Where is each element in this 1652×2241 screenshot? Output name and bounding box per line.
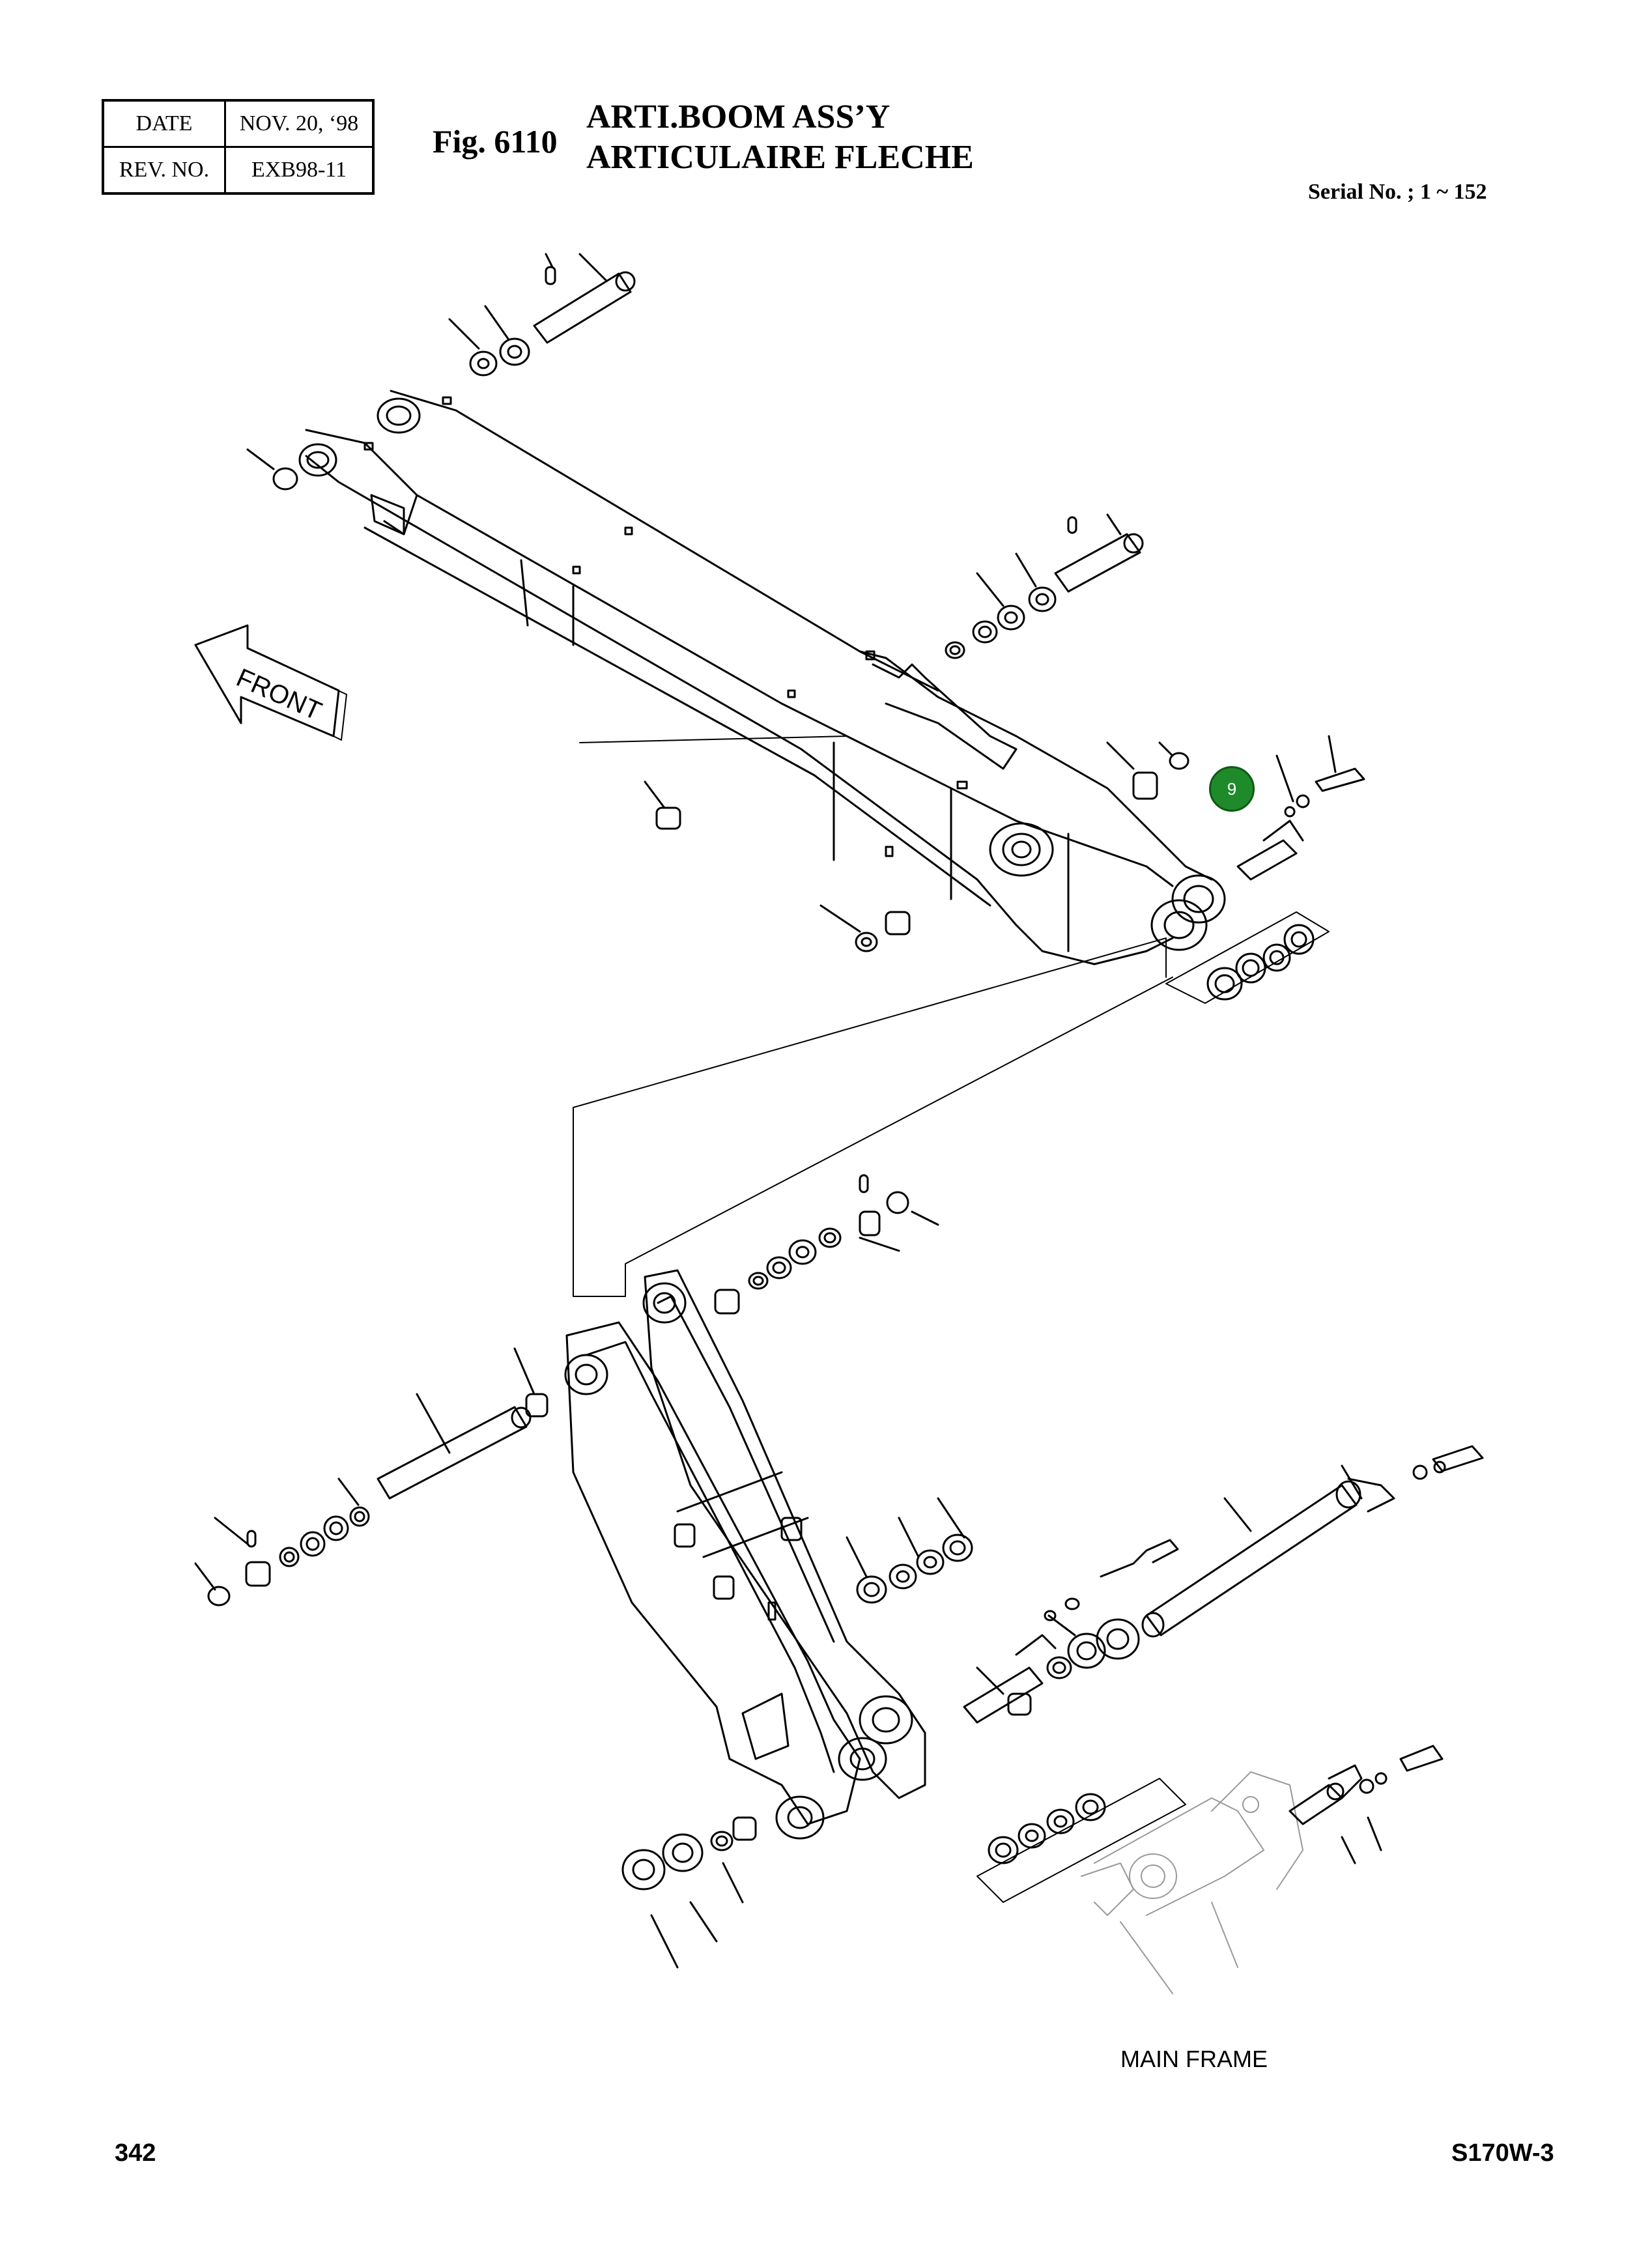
right-small-parts [1106, 735, 1365, 1004]
front-direction-arrow: FRONT [194, 624, 347, 741]
main-frame-label: MAIN FRAME [1120, 2046, 1268, 2072]
highlight-marker[interactable]: 9 [1209, 766, 1255, 812]
lower-boom-twin-arm [642, 1269, 926, 1799]
figure-number: Fig. 6110 [433, 123, 558, 160]
revision-table: DATE NOV. 20, ‘98 REV. NO. EXB98-11 [102, 99, 375, 195]
main-frame-long-pin [963, 1445, 1484, 1724]
figure-title-french: ARTICULAIRE FLECHE [586, 139, 974, 176]
leader-lines [573, 735, 1173, 1297]
bottom-washer-group [621, 1778, 1186, 1969]
upper-boom-arm [298, 390, 1226, 965]
upper-bushings [644, 780, 911, 952]
model-code: S170W-3 [1451, 2139, 1554, 2167]
knuckle-pin-group [714, 1174, 939, 1315]
main-frame-bracket-pin [1289, 1745, 1444, 1864]
upper-pin-stack [246, 253, 636, 491]
figure-title-english: ARTI.BOOM ASS’Y [586, 98, 890, 136]
page-number: 342 [115, 2139, 156, 2167]
lower-boom-link [564, 1321, 861, 1840]
date-value: NOV. 20, ‘98 [224, 99, 375, 148]
center-washer-group [846, 1497, 973, 1604]
lower-left-pin-group [194, 1347, 548, 1606]
middle-pin-stack [945, 513, 1144, 659]
rev-value: EXB98-11 [224, 146, 375, 195]
serial-range: Serial No. ; 1 ~ 152 [1308, 180, 1487, 204]
rev-label: REV. NO. [102, 146, 226, 195]
front-label: FRONT [232, 663, 326, 726]
main-frame-outline [1081, 1771, 1303, 1994]
date-label: DATE [102, 99, 226, 148]
